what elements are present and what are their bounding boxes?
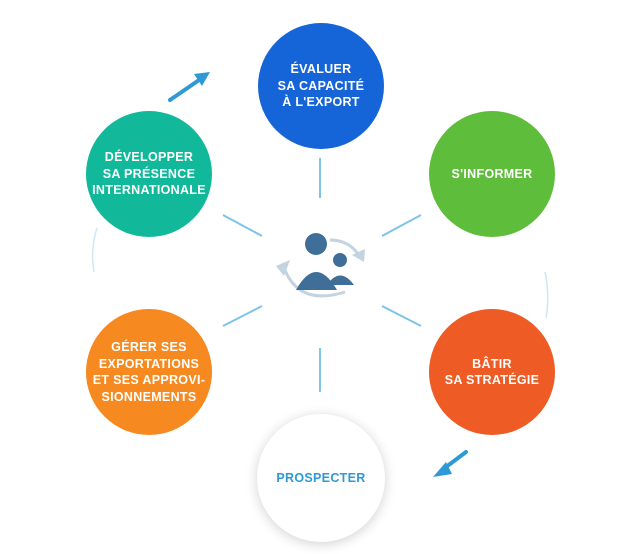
step-prospecter[interactable]: PROSPECTER (257, 414, 385, 542)
step-evaluer-label: ÉVALUER SA CAPACITÉ À L'EXPORT (277, 62, 365, 110)
spoke-line-lower-right (381, 305, 422, 327)
step-informer[interactable]: S'INFORMER (429, 111, 555, 237)
spoke-line-lower-left (222, 305, 263, 327)
step-batir-label: BÂTIR SA STRATÉGIE (444, 356, 540, 388)
users-cycle-icon (276, 233, 365, 298)
step-developper-presence[interactable]: DÉVELOPPER SA PRÉSENCE INTERNATIONALE (86, 111, 212, 237)
arrow-lower-right-icon (433, 450, 468, 477)
outer-arc-right (544, 271, 549, 319)
spoke-line-upper-left (222, 214, 263, 237)
step-developper-label: DÉVELOPPER SA PRÉSENCE INTERNATIONALE (92, 150, 206, 198)
step-batir-strategie[interactable]: BÂTIR SA STRATÉGIE (429, 309, 555, 435)
step-prospecter-label: PROSPECTER (276, 470, 366, 485)
step-evaluer-capacite-export[interactable]: ÉVALUER SA CAPACITÉ À L'EXPORT (258, 23, 384, 149)
step-gerer-exportations[interactable]: GÉRER SES EXPORTATIONS ET SES APPROVI- S… (86, 309, 212, 435)
spoke-line-upper-right (381, 214, 422, 237)
step-gerer-label: GÉRER SES EXPORTATIONS ET SES APPROVI- S… (92, 340, 206, 404)
arrow-upper-left-icon (168, 72, 210, 102)
outer-arc-left (91, 227, 98, 273)
step-informer-label: S'INFORMER (451, 166, 533, 181)
